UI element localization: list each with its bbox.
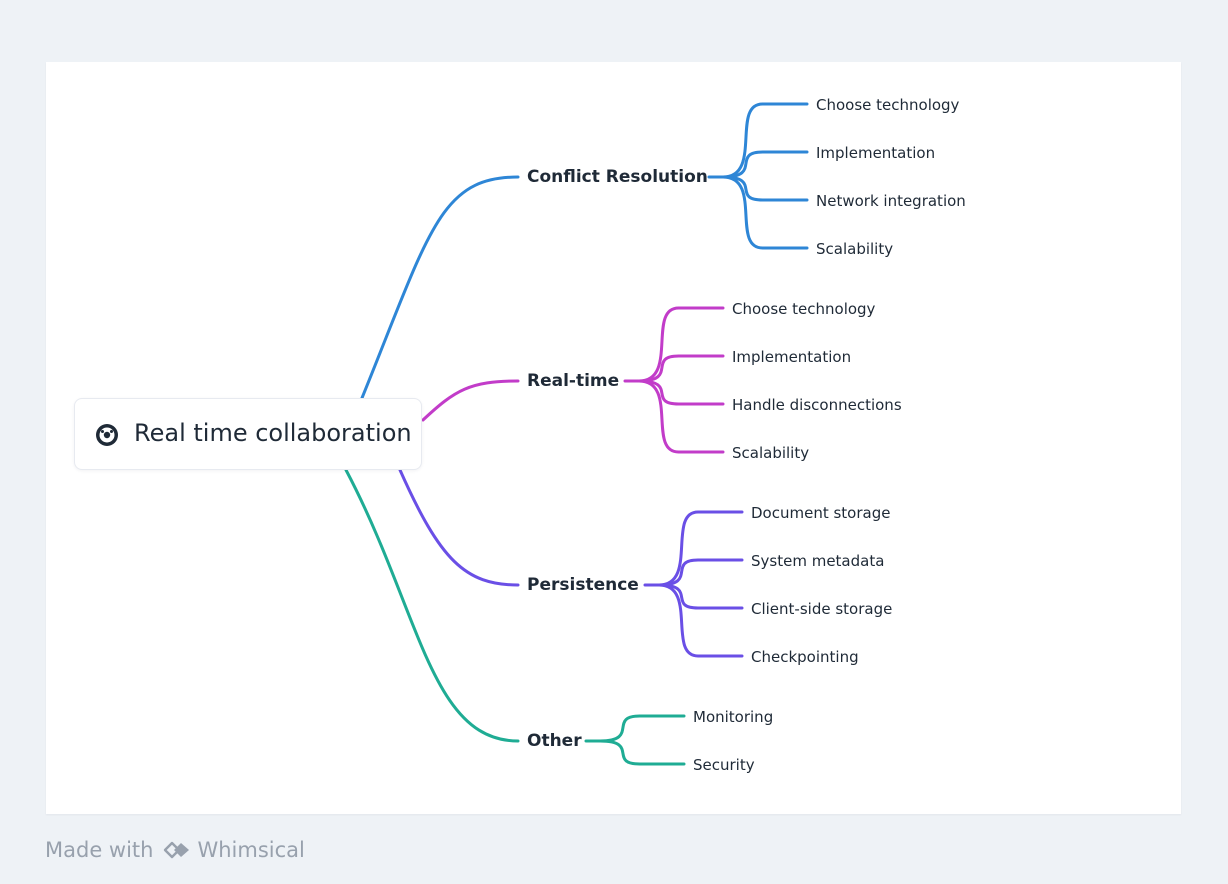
edge-leaf-2-0 [657, 510, 744, 587]
leaf-conflict-network-integration[interactable]: Network integration [816, 192, 966, 210]
branch-real-time[interactable]: Real-time [527, 371, 620, 391]
edge-leaf-1-1 [637, 354, 725, 383]
root-label: Real time collaboration [134, 419, 412, 447]
branch-conflict-resolution[interactable]: Conflict Resolution [527, 167, 708, 187]
leaf-persistence-checkpointing[interactable]: Checkpointing [751, 648, 859, 666]
edge-root-persistence [398, 468, 520, 587]
branch-other[interactable]: Other [527, 731, 582, 751]
edge-leaf-0-3 [721, 175, 809, 250]
edge-leaf-1-0 [637, 306, 725, 383]
leaf-persistence-document-storage[interactable]: Document storage [751, 504, 891, 522]
edge-root-other [344, 468, 520, 743]
branch-persistence[interactable]: Persistence [527, 575, 639, 595]
leaf-realtime-choose-technology[interactable]: Choose technology [732, 300, 876, 318]
root-node[interactable]: Real time collaboration [74, 398, 422, 470]
edge-leaf-3-1 [598, 739, 686, 766]
edge-leaf-2-3 [657, 583, 744, 658]
edge-leaf-1-3 [637, 379, 725, 454]
leaf-other-monitoring[interactable]: Monitoring [693, 708, 774, 726]
whimsical-brand: Whimsical [197, 838, 305, 862]
whimsical-logo-icon [164, 841, 190, 859]
edge-leaf-3-0 [598, 714, 686, 743]
made-with-label: Made with [45, 838, 154, 862]
leaf-conflict-choose-technology[interactable]: Choose technology [816, 96, 960, 114]
edge-root-conflict-resolution [360, 175, 520, 400]
made-with-footer[interactable]: Made with Whimsical [45, 836, 305, 864]
leaf-conflict-scalability[interactable]: Scalability [816, 240, 894, 258]
leaf-conflict-implementation[interactable]: Implementation [816, 144, 936, 162]
leaf-persistence-system-metadata[interactable]: System metadata [751, 552, 885, 570]
edge-leaf-0-0 [721, 102, 809, 179]
edge-leaf-2-1 [657, 558, 744, 587]
edge-leaf-0-1 [721, 150, 809, 179]
leaf-realtime-scalability[interactable]: Scalability [732, 444, 810, 462]
edge-root-real-time [421, 379, 520, 422]
leaf-realtime-implementation[interactable]: Implementation [732, 348, 852, 366]
leaf-other-security[interactable]: Security [693, 756, 755, 774]
leaf-realtime-handle-disconnections[interactable]: Handle disconnections [732, 396, 902, 414]
collaboration-icon [96, 424, 118, 446]
leaf-persistence-client-side-storage[interactable]: Client-side storage [751, 600, 893, 618]
